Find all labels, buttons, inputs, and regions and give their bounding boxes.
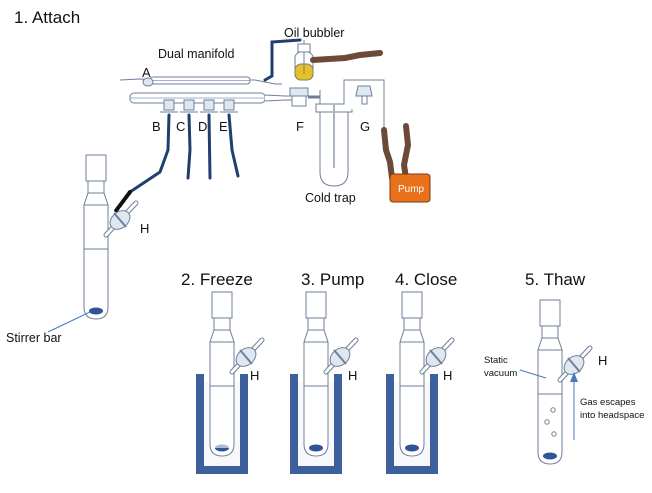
step-freeze-title: 2. Freeze <box>181 270 253 289</box>
bubble-icon <box>550 407 556 413</box>
step-close-title: 4. Close <box>395 270 457 289</box>
valve-g-label: G <box>360 119 370 134</box>
schlenk-flask-attach <box>84 155 136 319</box>
pump-label: Pump <box>398 184 425 195</box>
step-thaw-title: 5. Thaw <box>525 270 586 289</box>
gas-escape-arrowhead-icon <box>570 372 578 382</box>
valve-h-label-close: H <box>443 368 452 383</box>
valve-h-label-pump: H <box>348 368 357 383</box>
cold-trap-label: Cold trap <box>305 191 356 205</box>
oil-bubbler <box>294 40 314 81</box>
valve-c-icon[interactable] <box>183 99 195 111</box>
valve-d-label: D <box>198 119 207 134</box>
dual-manifold-label: Dual manifold <box>158 47 234 61</box>
schlenk-flask-thaw <box>538 300 590 464</box>
valve-a-label: A <box>142 65 151 80</box>
bubble-icon <box>551 431 557 437</box>
dual-manifold <box>119 76 301 113</box>
static-vacuum-label-line2: vacuum <box>484 368 517 379</box>
step-attach-title: 1. Attach <box>14 8 80 27</box>
valve-b-icon[interactable] <box>163 99 175 111</box>
static-vacuum-label-line1: Static <box>484 355 508 366</box>
valve-a-icon[interactable] <box>142 77 154 87</box>
valve-h-label-thaw: H <box>598 353 607 368</box>
oil-bubbler-label: Oil bubbler <box>284 26 344 40</box>
valve-h-label-attach: H <box>140 221 149 236</box>
valve-c-label: C <box>176 119 185 134</box>
valve-d-icon[interactable] <box>203 99 215 111</box>
valve-b-label: B <box>152 119 161 134</box>
valve-f-label: F <box>296 119 304 134</box>
stirrer-bar-label: Stirrer bar <box>6 331 62 345</box>
valve-h-label-freeze: H <box>250 368 259 383</box>
bubble-icon <box>544 419 550 425</box>
static-vacuum-pointer <box>519 369 547 379</box>
stirrer-bar-pointer <box>47 311 91 333</box>
gas-escapes-label-line2: into headspace <box>580 410 644 421</box>
step-pump-title: 3. Pump <box>301 270 364 289</box>
valve-g[interactable] <box>355 85 373 105</box>
pump-box: Pump <box>389 173 431 203</box>
valve-e-label: E <box>219 119 228 134</box>
valve-e-icon[interactable] <box>223 99 235 111</box>
gas-escapes-label-line1: Gas escapes <box>580 397 636 408</box>
cold-trap <box>315 79 385 187</box>
